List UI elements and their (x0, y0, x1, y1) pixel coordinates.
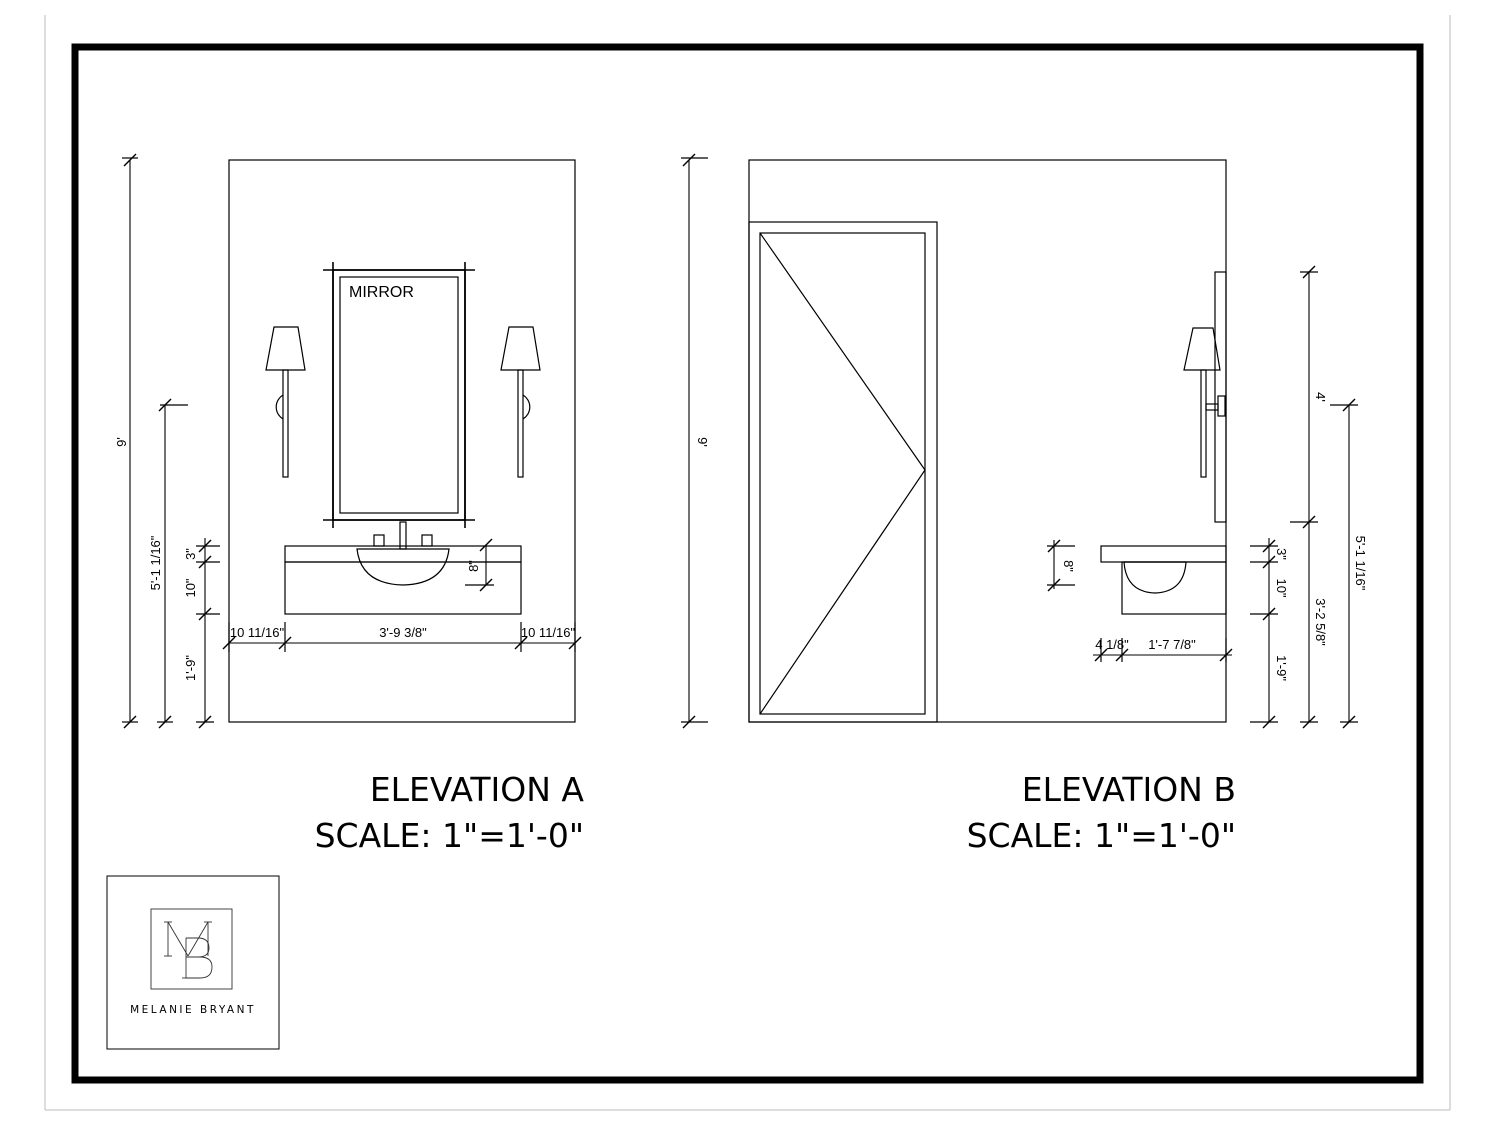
logo-inner-square (150, 908, 233, 990)
elevation-a-scale: SCALE: 1"=1'-0" (315, 816, 584, 855)
door (748, 221, 938, 723)
dim-b-wall-height: 9' (695, 437, 710, 447)
monogram-icon (164, 921, 213, 979)
dim-a-right-offset: 10 11/16" (521, 625, 576, 640)
sconce-left (265, 326, 306, 478)
dim-b-mirror-height: 4' (1313, 392, 1328, 402)
dim-a-vanity-height: 10" (183, 578, 198, 597)
dim-b-side-offset: 4 1/8" (1095, 637, 1129, 652)
dim-b-vanity-height: 10" (1274, 578, 1289, 597)
dim-b-floor-to-mirror: 3'-2 5/8" (1313, 598, 1328, 646)
dim-a-counter-thickness: 3" (183, 548, 198, 560)
wall-a (228, 159, 576, 723)
logo-name: MELANIE BRYANT (130, 1004, 256, 1016)
dim-a-sink-depth: 8" (466, 560, 481, 572)
dim-b-floor-to-vanity: 1'-9" (1274, 655, 1289, 681)
elevation-a: MIRROR 9' (114, 153, 585, 855)
sconce-right (500, 326, 541, 478)
dim-a-floor-to-vanity: 1'-9" (183, 655, 198, 681)
vanity-b (1100, 545, 1227, 615)
sconce-side (1183, 327, 1226, 478)
dim-a-vanity-width: 3'-9 3/8" (379, 625, 427, 640)
elevation-b: 9' 8" 3" 10" 1'-9" 4' 3'-2 5/8" (681, 153, 1368, 855)
mirror-side-view (1214, 271, 1227, 523)
mirror-label: MIRROR (349, 284, 414, 301)
elevation-b-scale: SCALE: 1"=1'-0" (967, 816, 1236, 855)
logo: MELANIE BRYANT (106, 875, 280, 1050)
elevation-b-title: ELEVATION B (1022, 770, 1236, 809)
dim-b-sink-depth: 8" (1061, 560, 1076, 572)
mirror: MIRROR (323, 262, 475, 528)
dim-a-wall-height: 9' (114, 437, 129, 447)
logo-frame (106, 875, 280, 1050)
dim-b-vanity-depth: 1'-7 7/8" (1148, 637, 1196, 652)
dim-a-mirror-top: 5'-1 1/16" (148, 535, 163, 590)
dim-b-sconce-height: 5'-1 1/16" (1353, 536, 1368, 591)
sheet-border (71, 43, 1424, 1084)
elevation-a-title: ELEVATION A (370, 770, 585, 809)
vanity-a (284, 521, 522, 615)
dim-b-counter-thickness: 3" (1274, 548, 1289, 560)
dim-a-left-offset: 10 11/16" (230, 625, 285, 640)
